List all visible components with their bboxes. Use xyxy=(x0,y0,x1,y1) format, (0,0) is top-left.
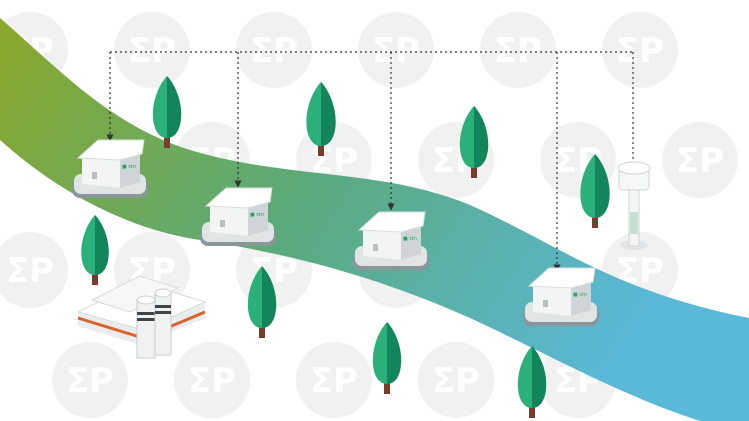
pine-tree-icon xyxy=(580,154,610,228)
sensor-tower-icon xyxy=(617,161,651,250)
svg-text:ΣP: ΣP xyxy=(66,361,114,401)
monitoring-shelter-icon: ■ stn xyxy=(523,267,599,326)
data-link-connectors xyxy=(106,51,634,272)
sp-logo-watermark-icon: ΣP xyxy=(662,122,738,198)
sp-logo-watermark-icon: ΣP xyxy=(114,12,190,88)
svg-text:ΣP: ΣP xyxy=(432,361,480,401)
pine-tree-icon xyxy=(372,322,402,394)
svg-text:■ stn: ■ stn xyxy=(573,292,587,298)
sp-logo-watermark-icon: ΣP xyxy=(0,232,68,308)
pine-tree-icon xyxy=(459,106,489,178)
sp-logo-watermark-icon: ΣP xyxy=(236,12,312,88)
svg-text:ΣP: ΣP xyxy=(616,31,664,71)
sp-logo-watermark-icon: ΣP xyxy=(418,342,494,418)
svg-text:ΣP: ΣP xyxy=(310,361,358,401)
pine-tree-icon xyxy=(247,266,277,338)
sp-logo-watermark-icon: ΣP xyxy=(174,342,250,418)
factory-building-icon xyxy=(76,275,207,359)
svg-text:ΣP: ΣP xyxy=(128,31,176,71)
svg-text:ΣP: ΣP xyxy=(494,31,542,71)
svg-text:ΣP: ΣP xyxy=(676,141,724,181)
pine-tree-icon xyxy=(152,76,182,148)
svg-text:■ stn: ■ stn xyxy=(250,212,264,218)
monitoring-shelter-icon: ■ stn xyxy=(72,139,148,198)
pine-tree-icon xyxy=(517,346,547,418)
sp-logo-watermark-icon: ΣP xyxy=(480,12,556,88)
sp-logo-watermark-icon: ΣP xyxy=(602,12,678,88)
sp-logo-watermark-icon: ΣP xyxy=(52,342,128,418)
svg-text:■ stn: ■ stn xyxy=(403,236,417,242)
svg-text:ΣP: ΣP xyxy=(188,361,236,401)
sp-logo-watermark-icon: ΣP xyxy=(358,12,434,88)
svg-text:ΣP: ΣP xyxy=(372,31,420,71)
diagram-objects: ■ stn ■ stn ■ stn ■ stn xyxy=(72,76,651,418)
monitoring-shelter-icon: ■ stn xyxy=(200,187,276,246)
sp-logo-watermark-icon: ΣP xyxy=(296,342,372,418)
pine-tree-icon xyxy=(81,215,109,285)
svg-text:ΣP: ΣP xyxy=(250,31,298,71)
monitoring-shelter-icon: ■ stn xyxy=(353,211,429,270)
pine-tree-icon xyxy=(306,82,336,156)
svg-text:■ stn: ■ stn xyxy=(122,164,136,170)
svg-text:ΣP: ΣP xyxy=(6,251,54,291)
